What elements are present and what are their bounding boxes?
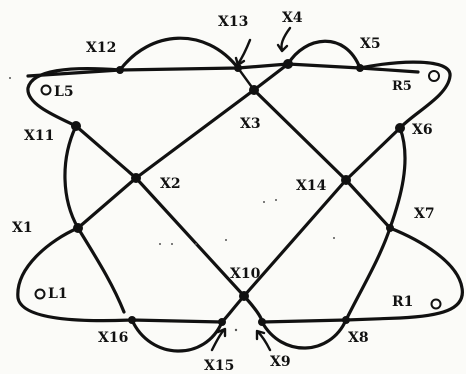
speck (234, 328, 238, 332)
label-x16: X16 (98, 330, 128, 346)
arrow-x13-head (234, 56, 246, 67)
label-x7: X7 (414, 206, 435, 222)
label-l5: L5 (54, 84, 74, 100)
strand-diagonal-down (74, 124, 264, 324)
node-x14 (341, 175, 351, 185)
node-x4 (283, 59, 293, 69)
strand-left-side (63, 124, 126, 314)
ring-l1 (34, 288, 46, 300)
ring-r5 (428, 70, 440, 82)
strand-arc-x16-x15 (130, 318, 224, 353)
speck (195, 243, 197, 245)
strand-diagonal-up (220, 126, 402, 324)
arrow-x9-head (255, 329, 266, 341)
ring-r1 (430, 298, 442, 310)
strand-right-side (344, 126, 407, 322)
node-x11 (71, 121, 81, 131)
label-x15: X15 (204, 358, 234, 374)
speck (159, 243, 161, 245)
node-x9 (258, 318, 266, 326)
arrow-x9 (256, 330, 272, 352)
label-x1: X1 (12, 220, 33, 236)
arrow-x15-head (216, 327, 227, 338)
speck (225, 239, 227, 241)
label-x14: X14 (296, 178, 327, 194)
speck (333, 237, 335, 239)
strand-top (26, 62, 420, 78)
node-x16 (128, 316, 136, 324)
strand-arc-x4-x5 (286, 39, 362, 70)
label-r5: R5 (392, 79, 412, 94)
arrow-x13 (236, 38, 252, 66)
speck (275, 199, 277, 201)
strand-arc-x9-x8 (260, 318, 348, 350)
label-x5: X5 (360, 36, 381, 52)
node-x3 (249, 85, 259, 95)
strand-loop-l5 (26, 67, 122, 128)
strand-loop-r5 (358, 60, 452, 130)
label-x9: X9 (270, 354, 291, 370)
label-x2: X2 (160, 176, 181, 192)
ring-l5 (40, 84, 52, 96)
node-x5 (356, 64, 364, 72)
strand-x3-right (252, 88, 348, 182)
node-x6 (395, 123, 405, 133)
label-x4: X4 (282, 10, 303, 26)
label-x13: X13 (218, 14, 248, 30)
node-x12 (116, 66, 124, 74)
strand-x3-left (134, 62, 290, 180)
node-x15 (218, 318, 226, 326)
node-x8 (342, 316, 350, 324)
strand-arc-x12-x13 (118, 36, 240, 72)
node-x13 (234, 64, 242, 72)
label-l1: L1 (48, 286, 68, 302)
strand-x14-x7 (344, 178, 392, 230)
label-x10: X10 (230, 266, 261, 282)
strand-loop-l1 (16, 226, 224, 324)
label-x6: X6 (412, 122, 433, 138)
node-x1 (73, 223, 83, 233)
label-x8: X8 (348, 330, 369, 346)
speck (171, 243, 173, 245)
label-r1: R1 (392, 294, 413, 310)
label-x12: X12 (86, 40, 116, 56)
label-x11: X11 (24, 128, 54, 144)
arrow-x4-head (276, 43, 289, 53)
node-x7 (386, 224, 394, 232)
node-x10 (239, 291, 249, 301)
strand-x1-x2 (76, 176, 138, 230)
strand-bottom-right (260, 226, 464, 324)
label-x3: X3 (240, 116, 261, 132)
node-x2 (131, 173, 141, 183)
speck (263, 201, 265, 203)
speck (9, 77, 11, 79)
